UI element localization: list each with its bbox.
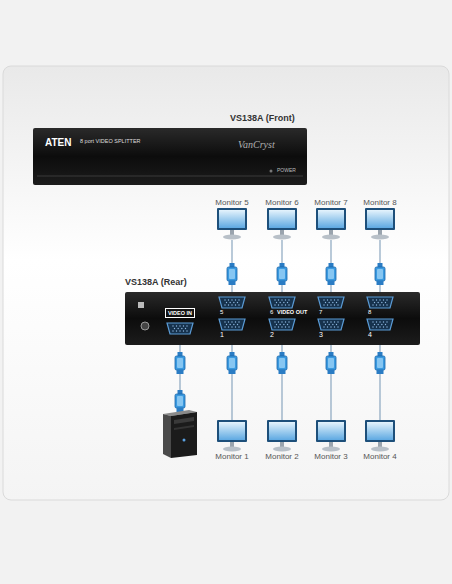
node-label: 7 bbox=[317, 309, 345, 316]
vga-port bbox=[268, 296, 296, 309]
splitter-front-panel: VS138A (Front)ATEN8 port VIDEO SPLITTERV… bbox=[33, 128, 307, 185]
node-label: Monitor 4 bbox=[358, 452, 402, 462]
node-label: 8 bbox=[366, 309, 394, 316]
node-label: VS138A (Front) bbox=[230, 113, 295, 123]
node-label: 1 bbox=[218, 331, 246, 339]
node-label: Monitor 1 bbox=[210, 452, 254, 462]
vga-cable bbox=[379, 339, 380, 420]
vga-cable bbox=[231, 339, 232, 420]
monitor: Monitor 3 bbox=[309, 420, 353, 462]
monitor-icon bbox=[363, 208, 397, 240]
monitor-icon bbox=[314, 420, 348, 452]
monitor-icon bbox=[314, 208, 348, 240]
monitor: Monitor 1 bbox=[210, 420, 254, 462]
monitor: Monitor 8 bbox=[358, 198, 402, 240]
monitor: Monitor 7 bbox=[309, 198, 353, 240]
node-label: VanCryst bbox=[238, 139, 275, 151]
video-out-port: 3 bbox=[317, 318, 345, 339]
node-label: 6 bbox=[268, 309, 296, 316]
vga-port bbox=[317, 318, 345, 331]
node-label: 4 bbox=[366, 331, 394, 339]
vga-port bbox=[166, 322, 194, 335]
node-label: POWER bbox=[277, 168, 296, 174]
monitor-icon bbox=[215, 420, 249, 452]
monitor-icon bbox=[363, 420, 397, 452]
monitor: Monitor 6 bbox=[260, 198, 304, 240]
panel-frame bbox=[3, 66, 449, 500]
node-label: Monitor 3 bbox=[309, 452, 353, 462]
vga-cable bbox=[281, 339, 282, 420]
node-label: Monitor 7 bbox=[309, 198, 353, 208]
node-label: VIDEO IN bbox=[165, 308, 195, 318]
vga-port bbox=[366, 318, 394, 331]
vga-cable bbox=[330, 339, 331, 420]
vga-port bbox=[366, 296, 394, 309]
vga-port bbox=[218, 318, 246, 331]
video-out-port: 8 bbox=[366, 296, 394, 316]
splitter-rear-panel: VS138A (Rear)VIDEO OUTVIDEO IN56781234 bbox=[125, 292, 420, 345]
node-label: 3 bbox=[317, 331, 345, 339]
vga-port bbox=[218, 296, 246, 309]
monitor-icon bbox=[215, 208, 249, 240]
node-label: 2 bbox=[268, 331, 296, 339]
video-out-port: 1 bbox=[218, 318, 246, 339]
monitor-icon bbox=[265, 208, 299, 240]
node-label: 5 bbox=[218, 309, 246, 316]
node-label: Monitor 8 bbox=[358, 198, 402, 208]
computer-tower bbox=[163, 410, 197, 458]
node-label: Monitor 2 bbox=[260, 452, 304, 462]
video-out-port: 7 bbox=[317, 296, 345, 316]
monitor: Monitor 4 bbox=[358, 420, 402, 462]
node-label: VS138A (Rear) bbox=[125, 277, 187, 287]
node-label: 8 port VIDEO SPLITTER bbox=[80, 138, 141, 144]
node-label: Monitor 6 bbox=[260, 198, 304, 208]
vga-port bbox=[268, 318, 296, 331]
monitor-icon bbox=[265, 420, 299, 452]
video-out-port: 6 bbox=[268, 296, 296, 316]
node-label: Monitor 5 bbox=[210, 198, 254, 208]
video-out-port: 4 bbox=[366, 318, 394, 339]
node-label: VIDEO OUT bbox=[277, 309, 307, 315]
vga-port bbox=[317, 296, 345, 309]
video-in-port: VIDEO IN bbox=[162, 301, 198, 335]
video-out-port: 2 bbox=[268, 318, 296, 339]
video-out-port: 5 bbox=[218, 296, 246, 316]
monitor: Monitor 2 bbox=[260, 420, 304, 462]
monitor: Monitor 5 bbox=[210, 198, 254, 240]
node-label: ATEN bbox=[45, 137, 71, 149]
housing bbox=[33, 128, 307, 185]
